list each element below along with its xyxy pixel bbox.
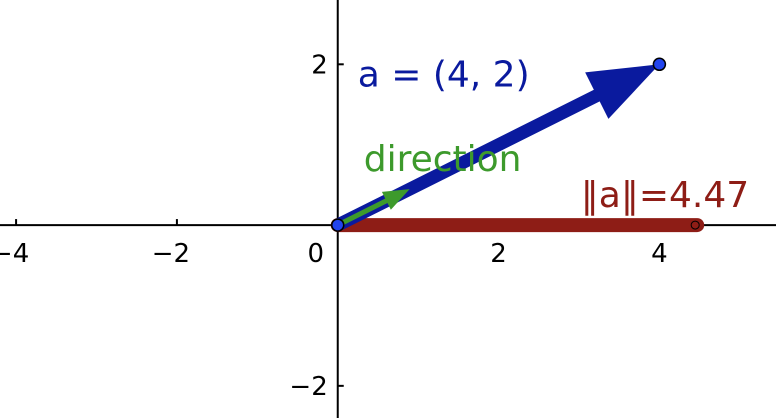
x-ticks: −4 −2 2 4 (0, 219, 668, 269)
y-tick-label: −2 (289, 372, 327, 402)
magnitude-endpoint[interactable] (690, 220, 700, 230)
origin-label: 0 (307, 239, 324, 269)
vector-a-endpoint[interactable] (652, 57, 667, 72)
direction-label: direction (364, 139, 522, 180)
y-ticks: 2 −2 (289, 50, 344, 402)
x-tick-label: 4 (651, 239, 668, 269)
x-tick-label: −2 (152, 239, 190, 269)
origin-point[interactable] (330, 218, 345, 232)
magnitude-label: ‖a‖=4.47 (581, 175, 749, 216)
x-tick-label: −4 (0, 239, 29, 269)
x-tick-label: 2 (490, 239, 507, 269)
vector-a-label: a = (4, 2) (358, 54, 530, 95)
direction-vector-arrowhead[interactable] (381, 189, 410, 210)
vector-a-arrowhead[interactable] (585, 64, 660, 119)
y-tick-label: 2 (311, 50, 328, 80)
direction-vector-shaft[interactable] (336, 197, 390, 228)
